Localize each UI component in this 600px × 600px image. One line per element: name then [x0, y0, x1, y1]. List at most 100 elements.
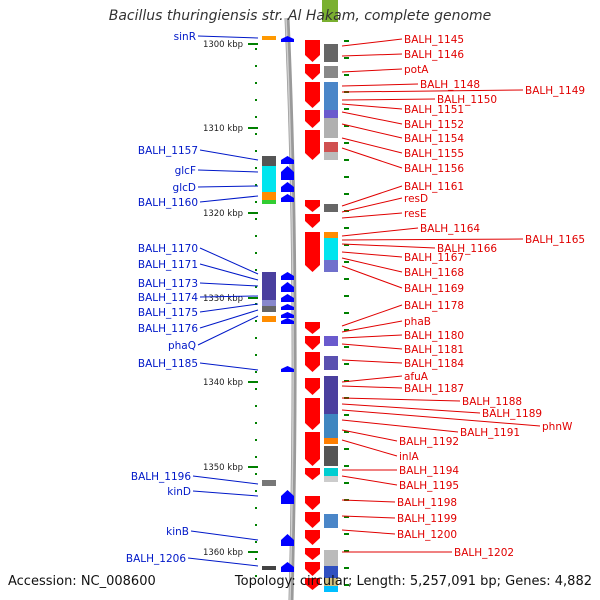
ruler-minor-tick — [255, 473, 257, 475]
forward-label-leader — [341, 265, 403, 289]
ruler-minor-tick — [255, 422, 257, 424]
forward-feature-block — [324, 414, 338, 438]
ruler-minor-tick — [344, 482, 349, 484]
ruler-minor-tick — [255, 439, 257, 441]
ruler-minor-tick — [255, 388, 257, 390]
ruler-minor-tick — [255, 354, 257, 356]
reverse-label-leader — [199, 295, 259, 298]
forward-label-leader — [341, 243, 436, 249]
forward-gene-label: BALH_1180 — [404, 330, 464, 342]
ruler-minor-tick — [344, 312, 349, 314]
ruler-minor-tick — [255, 201, 257, 203]
ruler-minor-tick — [255, 99, 257, 101]
forward-label-leader — [341, 185, 403, 207]
forward-gene-label: BALH_1169 — [404, 283, 464, 295]
forward-gene-arrow — [305, 200, 320, 212]
reverse-gene-arrow — [281, 366, 294, 372]
reverse-gene-arrow — [281, 294, 294, 302]
ruler-minor-tick — [255, 320, 257, 322]
forward-gene-label: BALH_1148 — [420, 79, 480, 91]
ruler-minor-tick — [255, 575, 257, 577]
reverse-gene-label: BALH_1185 — [138, 358, 198, 370]
forward-feature-block — [324, 550, 338, 566]
forward-gene-label: resE — [404, 208, 427, 220]
forward-feature-block — [324, 514, 338, 528]
forward-label-leader — [341, 251, 403, 258]
forward-gene-label: BALH_1161 — [404, 181, 464, 193]
forward-gene-arrow — [305, 110, 320, 128]
ruler-label: 1360 kbp — [203, 548, 243, 558]
forward-label-leader — [341, 499, 396, 503]
ruler-minor-tick — [255, 286, 257, 288]
forward-label-leader — [341, 334, 403, 339]
ruler-minor-tick — [255, 456, 257, 458]
forward-gene-arrow — [305, 130, 320, 160]
forward-label-leader — [341, 103, 403, 110]
reverse-label-leader — [197, 185, 259, 188]
forward-gene-label: BALH_1198 — [397, 497, 457, 509]
reverse-gene-label: BALH_1157 — [138, 145, 198, 157]
ruler-minor-tick — [255, 133, 257, 135]
reverse-label-leader — [199, 282, 259, 287]
forward-feature-block — [324, 356, 338, 370]
forward-gene-label: BALH_1199 — [397, 513, 457, 525]
forward-gene-label: BALH_1150 — [437, 94, 497, 106]
reverse-label-leader — [190, 530, 259, 541]
forward-gene-label: BALH_1154 — [404, 133, 464, 145]
reverse-gene-label: BALH_1196 — [131, 471, 191, 483]
reverse-gene-arrow — [281, 534, 294, 546]
reverse-gene-arrow — [281, 194, 294, 202]
reverse-label-leader — [199, 362, 259, 371]
forward-label-leader — [341, 475, 398, 486]
ruler-minor-tick — [344, 295, 349, 297]
forward-feature-block — [324, 446, 338, 466]
forward-feature-block — [324, 82, 338, 110]
forward-label-leader — [341, 419, 459, 433]
forward-gene-label: BALH_1181 — [404, 344, 464, 356]
forward-gene-arrow — [305, 214, 320, 228]
ruler-minor-tick — [344, 261, 349, 263]
forward-gene-label: BALH_1184 — [404, 358, 464, 370]
forward-label-leader — [341, 197, 403, 213]
reverse-label-leader — [197, 35, 259, 39]
reverse-label-leader — [187, 557, 259, 567]
forward-gene-label: BALH_1188 — [462, 396, 522, 408]
reverse-gene-arrow — [281, 182, 294, 192]
forward-gene-arrow — [305, 468, 320, 480]
reverse-feature-block — [262, 306, 276, 312]
reverse-label-leader — [199, 149, 259, 161]
forward-label-leader — [341, 403, 481, 414]
forward-label-leader — [341, 385, 403, 389]
forward-gene-label: BALH_1168 — [404, 267, 464, 279]
ruler-minor-tick — [255, 65, 257, 67]
ruler-minor-tick — [255, 507, 257, 509]
ruler-minor-tick — [344, 142, 349, 144]
ruler-label: 1310 kbp — [203, 124, 243, 134]
reverse-label-leader — [199, 263, 259, 281]
reverse-label-leader — [192, 490, 259, 497]
reverse-gene-arrow — [281, 490, 294, 504]
forward-label-leader — [341, 343, 403, 350]
reverse-gene-label: BALH_1206 — [126, 553, 186, 565]
reverse-feature-block — [262, 166, 276, 192]
ruler-minor-tick — [344, 346, 349, 348]
reverse-gene-arrow — [281, 156, 294, 164]
ruler-minor-tick — [255, 541, 257, 543]
ruler-minor-tick — [344, 125, 349, 127]
forward-feature-block — [324, 468, 338, 476]
reverse-gene-arrow — [281, 36, 294, 42]
ruler-minor-tick — [255, 252, 257, 254]
forward-gene-arrow — [305, 82, 320, 108]
ruler-minor-tick — [255, 269, 257, 271]
forward-gene-label: BALH_1166 — [437, 243, 497, 255]
forward-label-leader — [341, 304, 403, 327]
forward-gene-label: BALH_1145 — [404, 34, 464, 46]
ruler-minor-tick — [344, 278, 349, 280]
ruler-label: 1320 kbp — [203, 209, 243, 219]
reverse-gene-label: BALH_1173 — [138, 278, 198, 290]
forward-gene-label: afuA — [404, 371, 429, 383]
reverse-gene-arrow — [281, 166, 294, 180]
forward-feature-block — [324, 110, 338, 118]
forward-feature-block — [324, 142, 338, 152]
